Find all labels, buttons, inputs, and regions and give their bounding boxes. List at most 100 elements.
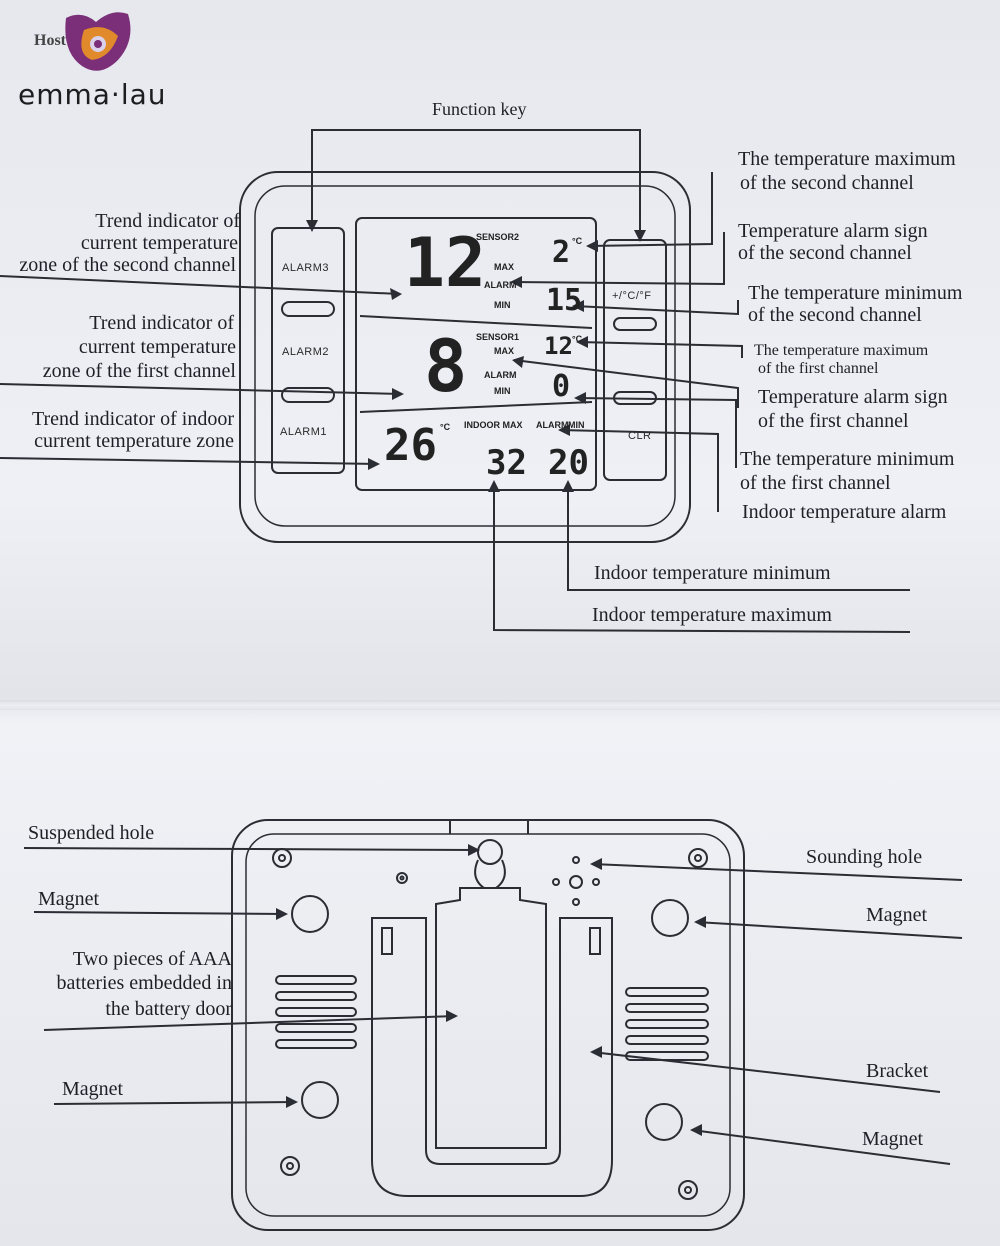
bracket-label: Bracket: [866, 1060, 929, 1082]
bracket: [371, 917, 613, 1197]
indoor-alarm-label: Indoor temperature alarm: [742, 501, 947, 523]
ch1-min-label-2: of the first channel: [740, 472, 891, 494]
bracket-slot: [381, 927, 393, 955]
indoor-max-value: 32: [486, 443, 527, 483]
suspended-hole-label: Suspended hole: [28, 822, 155, 844]
ch2-max-label-1: The temperature maximum: [738, 148, 956, 170]
arrowhead: [574, 392, 586, 404]
indoor-header: INDOOR MAX: [464, 420, 523, 430]
batteries-line3: the battery door: [105, 998, 232, 1020]
logo-text: emma·lau: [18, 78, 167, 111]
leader-line: [695, 921, 963, 939]
arrowhead: [562, 480, 574, 492]
key-divider: [281, 387, 335, 403]
keyhole-top: [477, 839, 503, 865]
trend-indoor-line1: Trend indicator of indoor: [31, 408, 234, 430]
arrowhead: [512, 356, 524, 368]
ch2-min-tag: MIN: [494, 300, 511, 310]
paper-fold: [0, 700, 1000, 710]
leader-line: [53, 1101, 297, 1105]
magnet-top-left-label: Magnet: [38, 888, 100, 910]
magnet: [645, 1103, 683, 1141]
trend2-line2: current temperature: [80, 232, 238, 254]
ch1-temp: 8: [424, 324, 468, 408]
alarm3-key: ALARM3: [282, 262, 330, 274]
ch1-max-label-1: The temperature maximum: [754, 342, 929, 359]
indoor-min-label: Indoor temperature minimum: [594, 562, 831, 584]
leader-line: [493, 484, 911, 633]
batteries-line2: batteries embedded in: [56, 972, 233, 994]
ch1-min-label-1: The temperature minimum: [740, 448, 955, 470]
indoor-min-tag: MIN: [568, 420, 585, 430]
leader-line: [573, 300, 739, 316]
ch2-min-label-2: of the second channel: [748, 304, 922, 326]
ch1-max-tag: MAX: [494, 346, 514, 356]
trend1-line2: current temperature: [78, 336, 236, 358]
arrowhead: [634, 230, 646, 242]
arrowhead: [390, 288, 402, 300]
magnet: [301, 1081, 339, 1119]
batteries-line1: Two pieces of AAA: [72, 948, 232, 970]
leader-line: [587, 172, 713, 247]
leader-line: [511, 232, 725, 286]
ch2-alarm-label-1: Temperature alarm sign: [738, 220, 928, 242]
arrowhead: [510, 276, 522, 288]
ch2-temp: 12: [404, 224, 486, 303]
arrowhead: [572, 300, 584, 312]
arrowhead: [368, 458, 380, 470]
leader-line: [0, 457, 379, 465]
sensor1-label: SENSOR1: [476, 332, 520, 342]
lcd-screen: [355, 217, 597, 491]
ch1-max-label-2: of the first channel: [758, 360, 879, 377]
magnet-top-right-label: Magnet: [866, 904, 928, 926]
trend1-line3: zone of the first channel: [42, 360, 236, 382]
ch1-unit: °C: [572, 334, 583, 344]
ch1-alarm-label-2: of the first channel: [758, 410, 909, 432]
top-recess: [449, 819, 529, 834]
unit-key: +/°C/°F: [612, 290, 652, 302]
ch1-max-value: 12: [544, 332, 573, 360]
lcd-divider-1: [359, 315, 593, 329]
indoor-min-value: 20: [548, 443, 589, 483]
logo-host: Host: [34, 32, 66, 49]
ch2-min-label-1: The temperature minimum: [748, 282, 963, 304]
ch2-max-tag: MAX: [494, 262, 514, 272]
arrowhead: [392, 388, 404, 400]
ch1-min-value: 0: [552, 369, 571, 404]
key-divider: [281, 301, 335, 317]
leader-line: [43, 1015, 457, 1031]
leader-line: [575, 397, 737, 468]
ch2-max-label-2: of the second channel: [740, 172, 914, 194]
alarm2-key: ALARM2: [282, 346, 330, 358]
magnet: [651, 899, 689, 937]
leader-line: [591, 863, 963, 881]
leader-line: [0, 383, 403, 395]
ch1-min-tag: MIN: [494, 386, 511, 396]
battery-door: [435, 887, 547, 1149]
leader-line: [691, 1129, 951, 1165]
ch2-unit: °C: [572, 236, 583, 246]
function-key-bracket: [311, 129, 641, 238]
ch2-max-value: 2: [552, 235, 571, 270]
leader-line: [513, 359, 739, 408]
leader-line: [0, 275, 401, 295]
leader-line: [33, 911, 287, 915]
magnet: [291, 895, 329, 933]
leader-line: [577, 341, 743, 358]
function-key-label: Function key: [432, 99, 527, 119]
bracket-slot: [589, 927, 601, 955]
ch2-alarm-label-2: of the second channel: [738, 242, 912, 264]
arrowhead: [586, 240, 598, 252]
ch1-alarm-label-1: Temperature alarm sign: [758, 386, 948, 408]
indoor-temp: 26: [384, 420, 437, 471]
ch2-min-value: 15: [546, 283, 583, 318]
leader-line: [23, 847, 479, 851]
trend1-line1: Trend indicator of: [89, 312, 234, 334]
key-divider: [613, 317, 657, 331]
ch2-alarm-tag: ALARM: [484, 280, 517, 290]
trend-indoor-line2: current temperature zone: [34, 430, 234, 452]
arrowhead: [306, 220, 318, 232]
right-key-column: [603, 239, 667, 481]
